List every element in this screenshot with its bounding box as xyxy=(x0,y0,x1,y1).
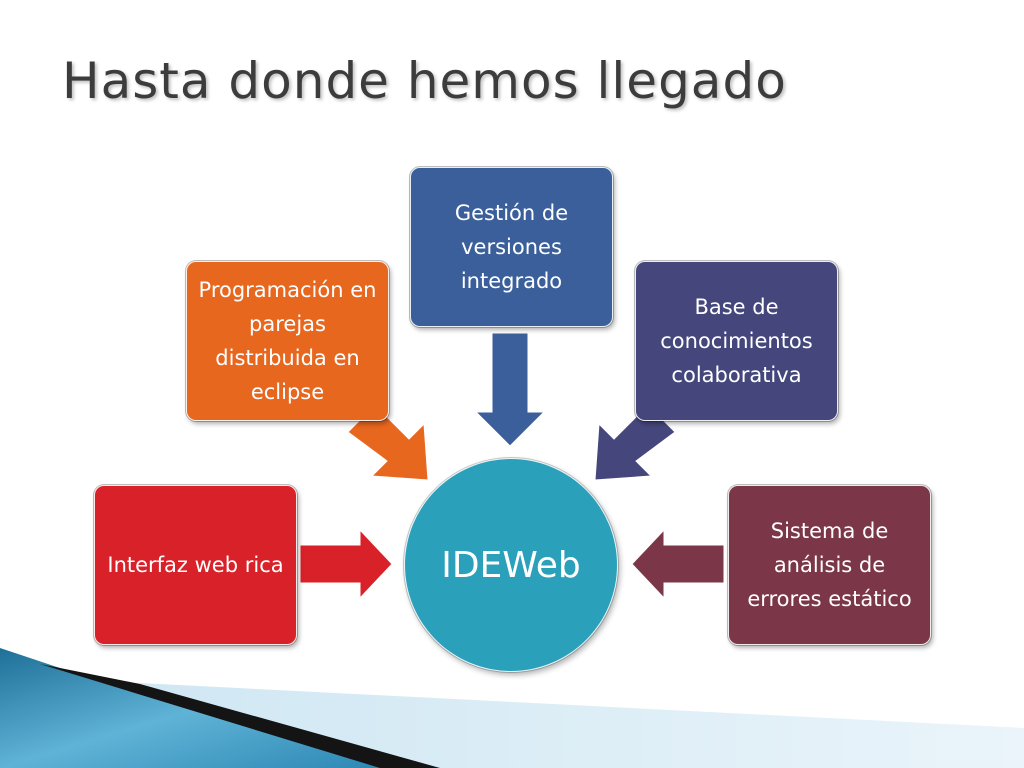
node-gestion: Gestión de versiones integrado xyxy=(410,167,613,327)
arrow-interfaz-to-center xyxy=(299,528,393,600)
node-gestion-label: Gestión de versiones integrado xyxy=(454,201,569,293)
node-base: Base de conocimientos colaborativa xyxy=(635,261,838,421)
node-programacion-label: Programación en parejas distribuida en e… xyxy=(198,278,377,404)
node-base-label: Base de conocimientos colaborativa xyxy=(660,295,813,387)
node-interfaz-label: Interfaz web rica xyxy=(107,553,284,577)
arrow-sistema-to-center xyxy=(631,528,725,600)
node-interfaz: Interfaz web rica xyxy=(94,485,297,645)
node-programacion: Programación en parejas distribuida en e… xyxy=(186,261,389,421)
center-node-ideweb: IDEWeb xyxy=(404,458,618,672)
swoosh-blue-band xyxy=(0,648,400,768)
swoosh-dark-band xyxy=(40,664,440,768)
arrow-gestion-to-center xyxy=(474,332,546,447)
center-node-label: IDEWeb xyxy=(441,544,581,586)
node-sistema-label: Sistema de análisis de errores estático xyxy=(747,519,912,611)
slide-title: Hasta donde hemos llegado xyxy=(62,52,787,110)
node-sistema: Sistema de análisis de errores estático xyxy=(728,485,931,645)
